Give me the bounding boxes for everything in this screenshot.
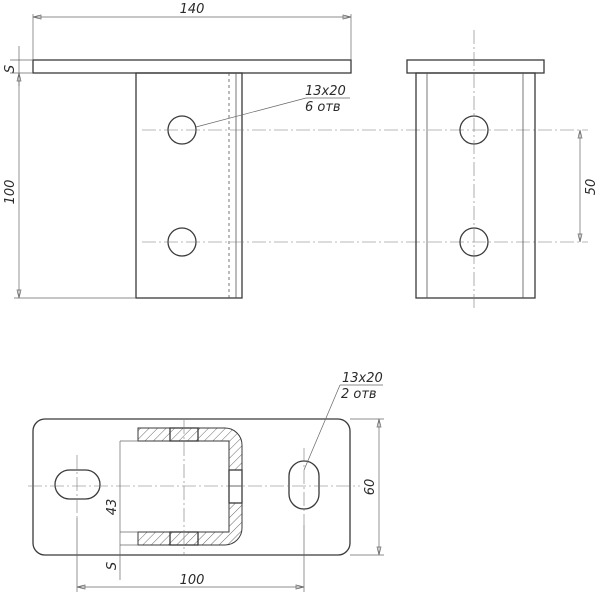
channel-hatch-bottom [137,502,243,546]
callout-front-size: 13x20 [305,84,346,99]
dim-hole-spacing: 50 [584,179,599,196]
callout-leader-front [195,97,307,128]
plan-view: 43 S 100 60 13x20 2 отв [28,371,384,592]
dim-base-length: 100 [180,573,205,588]
dim-height: 100 [3,180,18,205]
dim-base-width: 60 [363,479,378,496]
front-top-plate [32,59,352,74]
side-body [415,72,536,299]
base-plate [32,418,351,556]
dim-top-width: 140 [180,2,205,17]
dim-thickness: S [3,65,18,73]
channel-hatch-top [137,427,243,471]
dim-inner-width: 43 [105,499,120,516]
side-view: 50 [406,30,599,310]
front-view: 140 S 100 13x20 6 отв [3,2,588,299]
callout-base-size: 13x20 [342,371,383,386]
channel-section [119,427,243,552]
callout-leader-base [303,384,341,471]
dim-bottom-thickness: S [105,562,120,570]
side-top-plate [406,59,545,74]
base-slot-left [54,469,101,500]
front-body [135,72,243,299]
callout-base-count: 2 отв [341,387,377,402]
callout-front-count: 6 отв [305,100,341,115]
